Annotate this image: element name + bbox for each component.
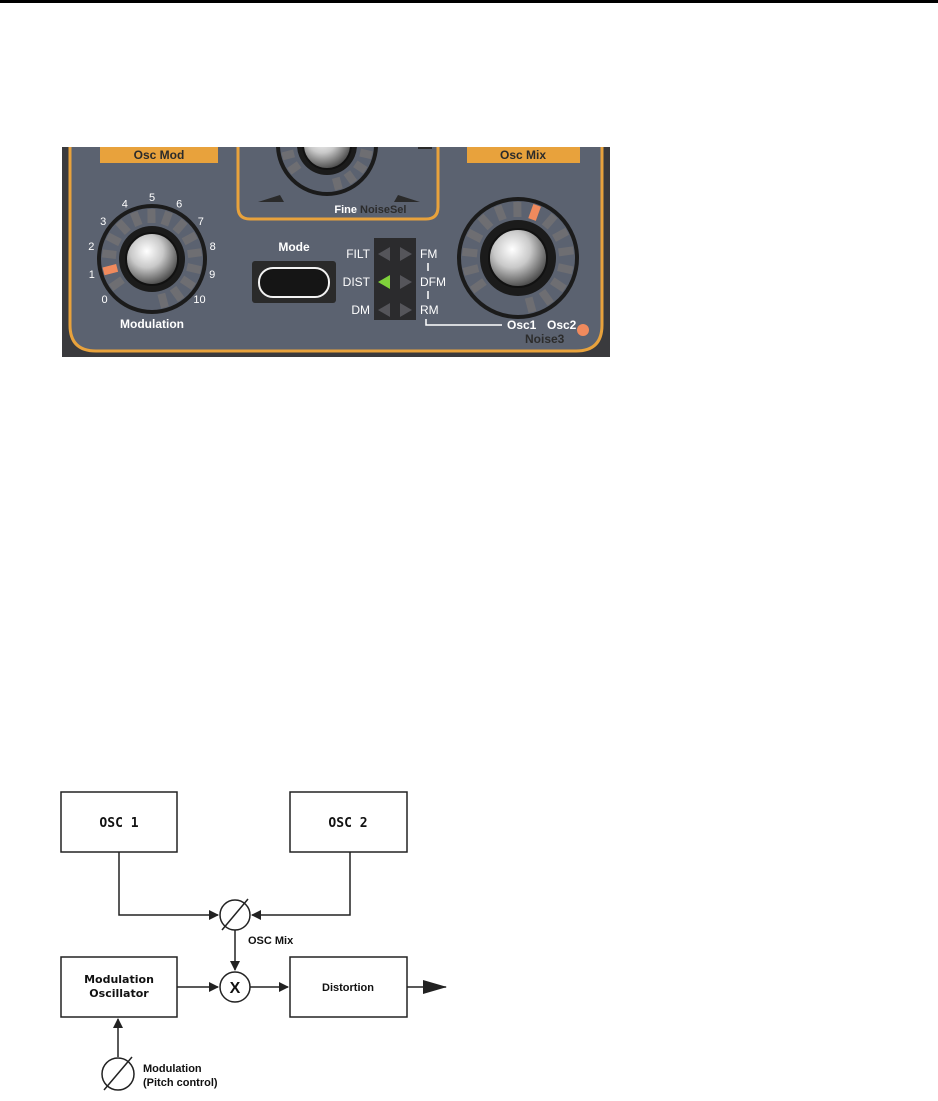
modulation-led-5 <box>134 212 139 225</box>
mode-option-filt: FILT <box>346 247 370 261</box>
modulation-scale-4: 4 <box>122 198 128 210</box>
fine-led-1 <box>282 153 294 156</box>
page-top-rule <box>0 0 938 3</box>
modulation-scale-10: 10 <box>193 294 205 306</box>
osc2-label: Osc2 <box>547 318 577 332</box>
mode-option-fm: FM <box>420 247 437 261</box>
signal-flow-diagram: X OSC 1 OSC 2 OSC Mix Distortion Modulat… <box>0 700 938 1097</box>
mode-led-matrix <box>374 238 416 320</box>
modulation-led-14 <box>161 294 165 308</box>
mode-label: Mode <box>278 240 310 254</box>
osc1-label: Osc1 <box>507 318 537 332</box>
multiplier-label: X <box>230 980 241 997</box>
noise-led <box>577 324 589 336</box>
mode-option-dm: DM <box>351 303 370 317</box>
mode-option-dfm: DFM <box>420 275 446 289</box>
modulation-scale-1: 1 <box>89 269 95 281</box>
osc-mix-led-14 <box>529 298 533 312</box>
modulation-led-1 <box>104 268 118 271</box>
osc-mix-header: Osc Mix <box>500 148 546 162</box>
modulation-scale-0: 0 <box>101 294 107 306</box>
mode-option-rm: RM <box>420 303 439 317</box>
pitch-label-line1: Modulation <box>143 1063 202 1075</box>
osc-mix-led-7 <box>532 205 537 219</box>
fine-led-0 <box>289 165 299 172</box>
center-top-notch <box>418 147 432 149</box>
fine-led-12 <box>355 164 365 171</box>
modulation-scale-9: 9 <box>209 269 215 281</box>
fine-led-13 <box>347 173 354 183</box>
modulation-oscillator-label: Modulation Oscillator <box>70 973 168 1001</box>
modulation-led-7 <box>164 212 169 225</box>
modulation-scale-7: 7 <box>198 216 204 228</box>
modulation-scale-2: 2 <box>88 241 94 253</box>
modulation-scale-6: 6 <box>176 198 182 210</box>
mode-button[interactable] <box>252 261 336 303</box>
osc-mod-header: Osc Mod <box>134 148 185 162</box>
osc-mix-led-10 <box>559 250 574 252</box>
modulation-led-10 <box>188 252 202 254</box>
fine-label: Fine <box>334 204 357 216</box>
noisesel-label: NoiseSel <box>360 204 406 216</box>
fine-led-11 <box>360 153 372 156</box>
modulation-scale-3: 3 <box>100 216 106 228</box>
osc1-label: OSC 1 <box>99 816 138 831</box>
modulation-scale-8: 8 <box>210 241 216 253</box>
osc-mix-led-5 <box>498 206 503 220</box>
distortion-label: Distortion <box>322 982 374 994</box>
fine-led-14 <box>336 178 339 190</box>
modulation-label: Modulation <box>120 317 184 331</box>
osc-mix-led-1 <box>464 268 479 272</box>
modulation-led-11 <box>187 267 201 270</box>
osc-mix-label: OSC Mix <box>248 935 294 947</box>
osc1-to-mix-line <box>119 852 218 915</box>
modulation-knob-cap <box>126 233 178 285</box>
modulation-scale-5: 5 <box>149 192 155 204</box>
osc-mix-knob-cap <box>489 229 547 287</box>
osc2-to-mix-line <box>252 852 350 915</box>
modulation-led-3 <box>108 236 120 242</box>
pitch-label-line2: (Pitch control) <box>143 1077 218 1089</box>
osc2-label: OSC 2 <box>328 816 367 831</box>
noise3-label: Noise3 <box>525 332 565 346</box>
osc-mix-led-2 <box>462 252 477 254</box>
modulation-led-2 <box>102 253 116 255</box>
mode-option-dist: DIST <box>343 275 371 289</box>
signal-flow-graphic: X OSC 1 OSC 2 OSC Mix Distortion Modulat… <box>0 700 938 1097</box>
osc-mix-led-11 <box>558 267 573 270</box>
